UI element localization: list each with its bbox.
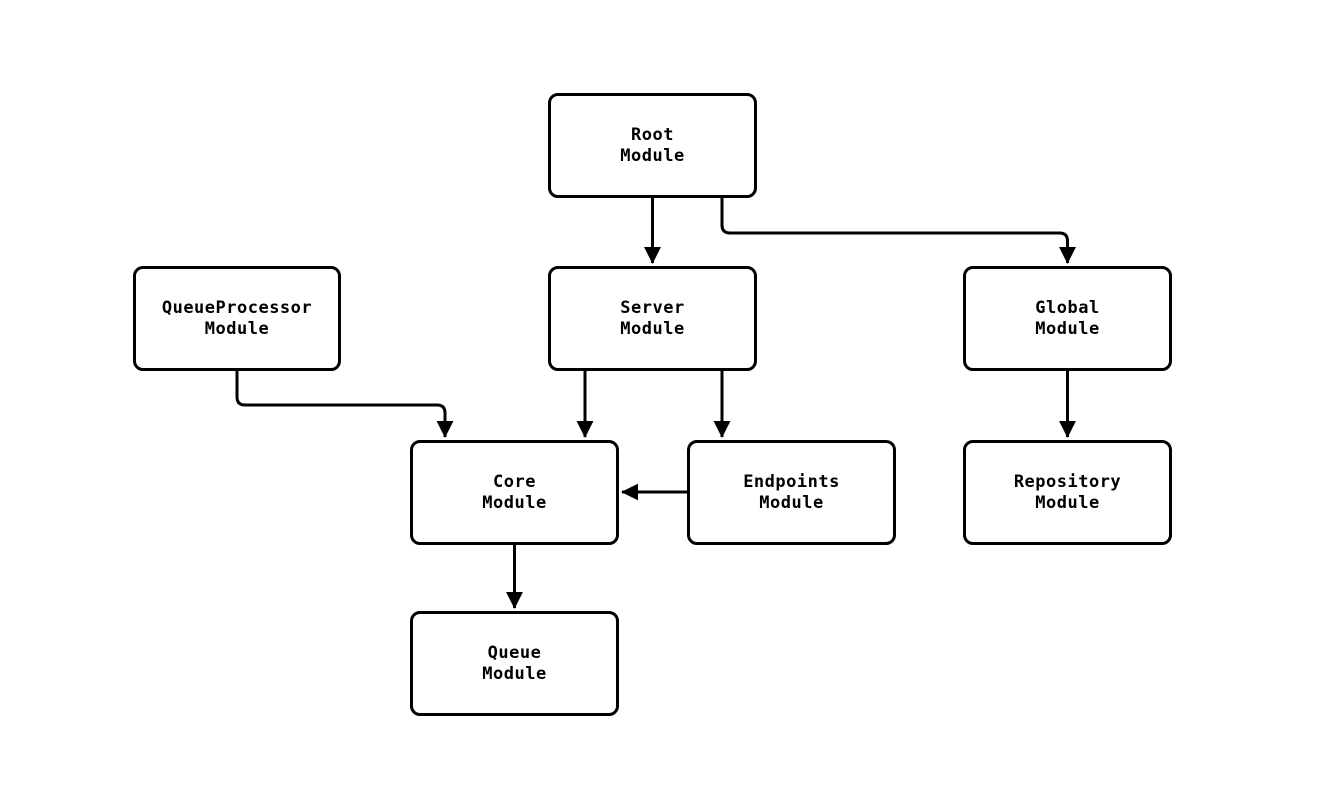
- node-global-module: Global Module: [963, 266, 1172, 371]
- node-root-module: Root Module: [548, 93, 757, 198]
- node-endpoints-module: Endpoints Module: [687, 440, 896, 545]
- node-queue-module: Queue Module: [410, 611, 619, 716]
- node-core-module: Core Module: [410, 440, 619, 545]
- edges-group: [235, 198, 1076, 609]
- node-repository-module: Repository Module: [963, 440, 1172, 545]
- node-queueprocessor-module: QueueProcessor Module: [133, 266, 341, 371]
- edge-queueprocessor-to-core: [235, 371, 454, 438]
- edge-root-to-global: [720, 198, 1076, 264]
- node-server-module: Server Module: [548, 266, 757, 371]
